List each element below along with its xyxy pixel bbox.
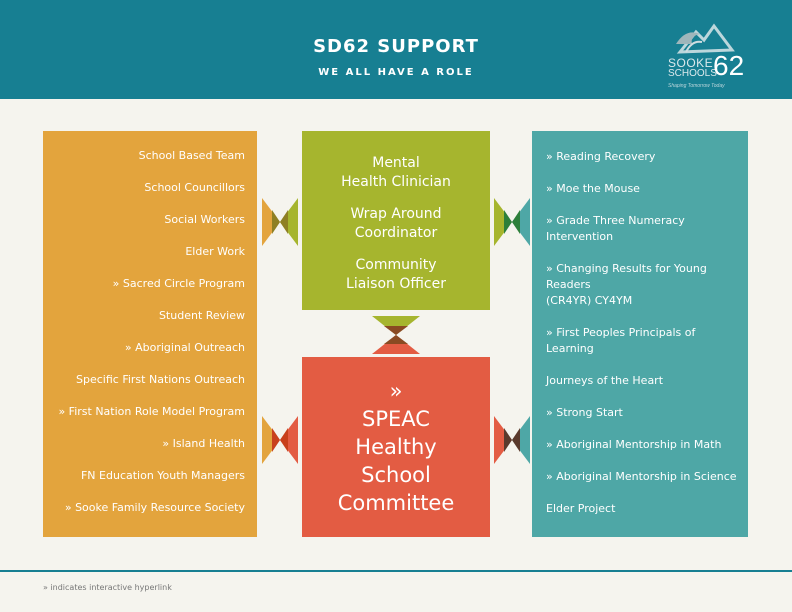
list-item-link[interactable]: » First Nation Role Model Program bbox=[58, 405, 245, 418]
left-bottom-connector-icon bbox=[262, 416, 298, 464]
right-top-connector-icon bbox=[494, 198, 530, 246]
list-item-link[interactable]: » Aboriginal Mentorship in Math bbox=[546, 438, 722, 451]
school-programs-panel: » Reading Recovery » Moe the Mouse » Gra… bbox=[532, 131, 748, 537]
list-item: FN Education Youth Managers bbox=[80, 469, 245, 482]
list-item: School Councillors bbox=[144, 181, 245, 194]
page-title: SD62 SUPPORT bbox=[313, 36, 479, 57]
sooke-schools-logo: SOOKE SCHOOLS 62 Shaping Tomorrow Today bbox=[666, 22, 750, 94]
list-item: Elder Project bbox=[546, 502, 616, 515]
list-item: Student Review bbox=[158, 309, 245, 322]
speac-committee-box[interactable]: » SPEAC Healthy School Committee bbox=[302, 357, 490, 537]
mental-health-clinician-label: Mental Health Clinician bbox=[341, 155, 451, 190]
list-item-link[interactable]: » Grade Three Numeracy Intervention bbox=[546, 214, 685, 243]
page-subtitle: WE ALL HAVE A ROLE bbox=[318, 67, 474, 78]
list-item: School Based Team bbox=[138, 149, 245, 162]
center-vertical-connector-icon bbox=[372, 316, 420, 354]
list-item-link[interactable]: » Sacred Circle Program bbox=[112, 277, 245, 290]
community-liaison-officer-label: Community Liaison Officer bbox=[346, 257, 446, 292]
list-item-link[interactable]: » Island Health bbox=[162, 437, 245, 450]
logo-number: 62 bbox=[713, 50, 745, 81]
footnote: » indicates interactive hyperlink bbox=[43, 583, 172, 592]
list-item: Social Workers bbox=[164, 213, 245, 226]
list-item: Journeys of the Heart bbox=[546, 374, 664, 387]
right-program-list: » Reading Recovery » Moe the Mouse » Gra… bbox=[546, 149, 746, 533]
left-support-list: School Based Team School Councillors Soc… bbox=[43, 149, 245, 533]
header-bar: SD62 SUPPORT WE ALL HAVE A ROLE SOOKE SC… bbox=[0, 0, 792, 99]
logo-word-schools: SCHOOLS bbox=[668, 68, 717, 79]
list-item-link[interactable]: » Moe the Mouse bbox=[546, 182, 640, 195]
speac-committee-label[interactable]: » SPEAC Healthy School Committee bbox=[337, 379, 455, 515]
list-item-link[interactable]: » Aboriginal Mentorship in Science bbox=[546, 470, 737, 483]
right-bottom-connector-icon bbox=[494, 416, 530, 464]
list-item-link[interactable]: » Aboriginal Outreach bbox=[124, 341, 245, 354]
logo-word-sooke: SOOKE bbox=[668, 56, 714, 70]
left-top-connector-icon bbox=[262, 198, 298, 246]
staff-roles-box: Mental Health Clinician Wrap Around Coor… bbox=[302, 131, 490, 310]
footer-divider bbox=[0, 570, 792, 572]
list-item-link[interactable]: » First Peoples Principals of Learning bbox=[546, 326, 696, 355]
list-item-link[interactable]: » Changing Results for Young Readers (CR… bbox=[546, 262, 707, 307]
mountain-logo-icon bbox=[676, 23, 735, 54]
wrap-around-coordinator-label: Wrap Around Coordinator bbox=[350, 206, 442, 241]
list-item-link[interactable]: » Sooke Family Resource Society bbox=[64, 501, 245, 514]
list-item-link[interactable]: » Strong Start bbox=[546, 406, 623, 419]
list-item: Elder Work bbox=[185, 245, 245, 258]
list-item: Specific First Nations Outreach bbox=[76, 373, 245, 386]
list-item-link[interactable]: » Reading Recovery bbox=[546, 150, 656, 163]
community-supports-panel: School Based Team School Councillors Soc… bbox=[43, 131, 257, 537]
logo-tagline: Shaping Tomorrow Today bbox=[668, 83, 725, 89]
